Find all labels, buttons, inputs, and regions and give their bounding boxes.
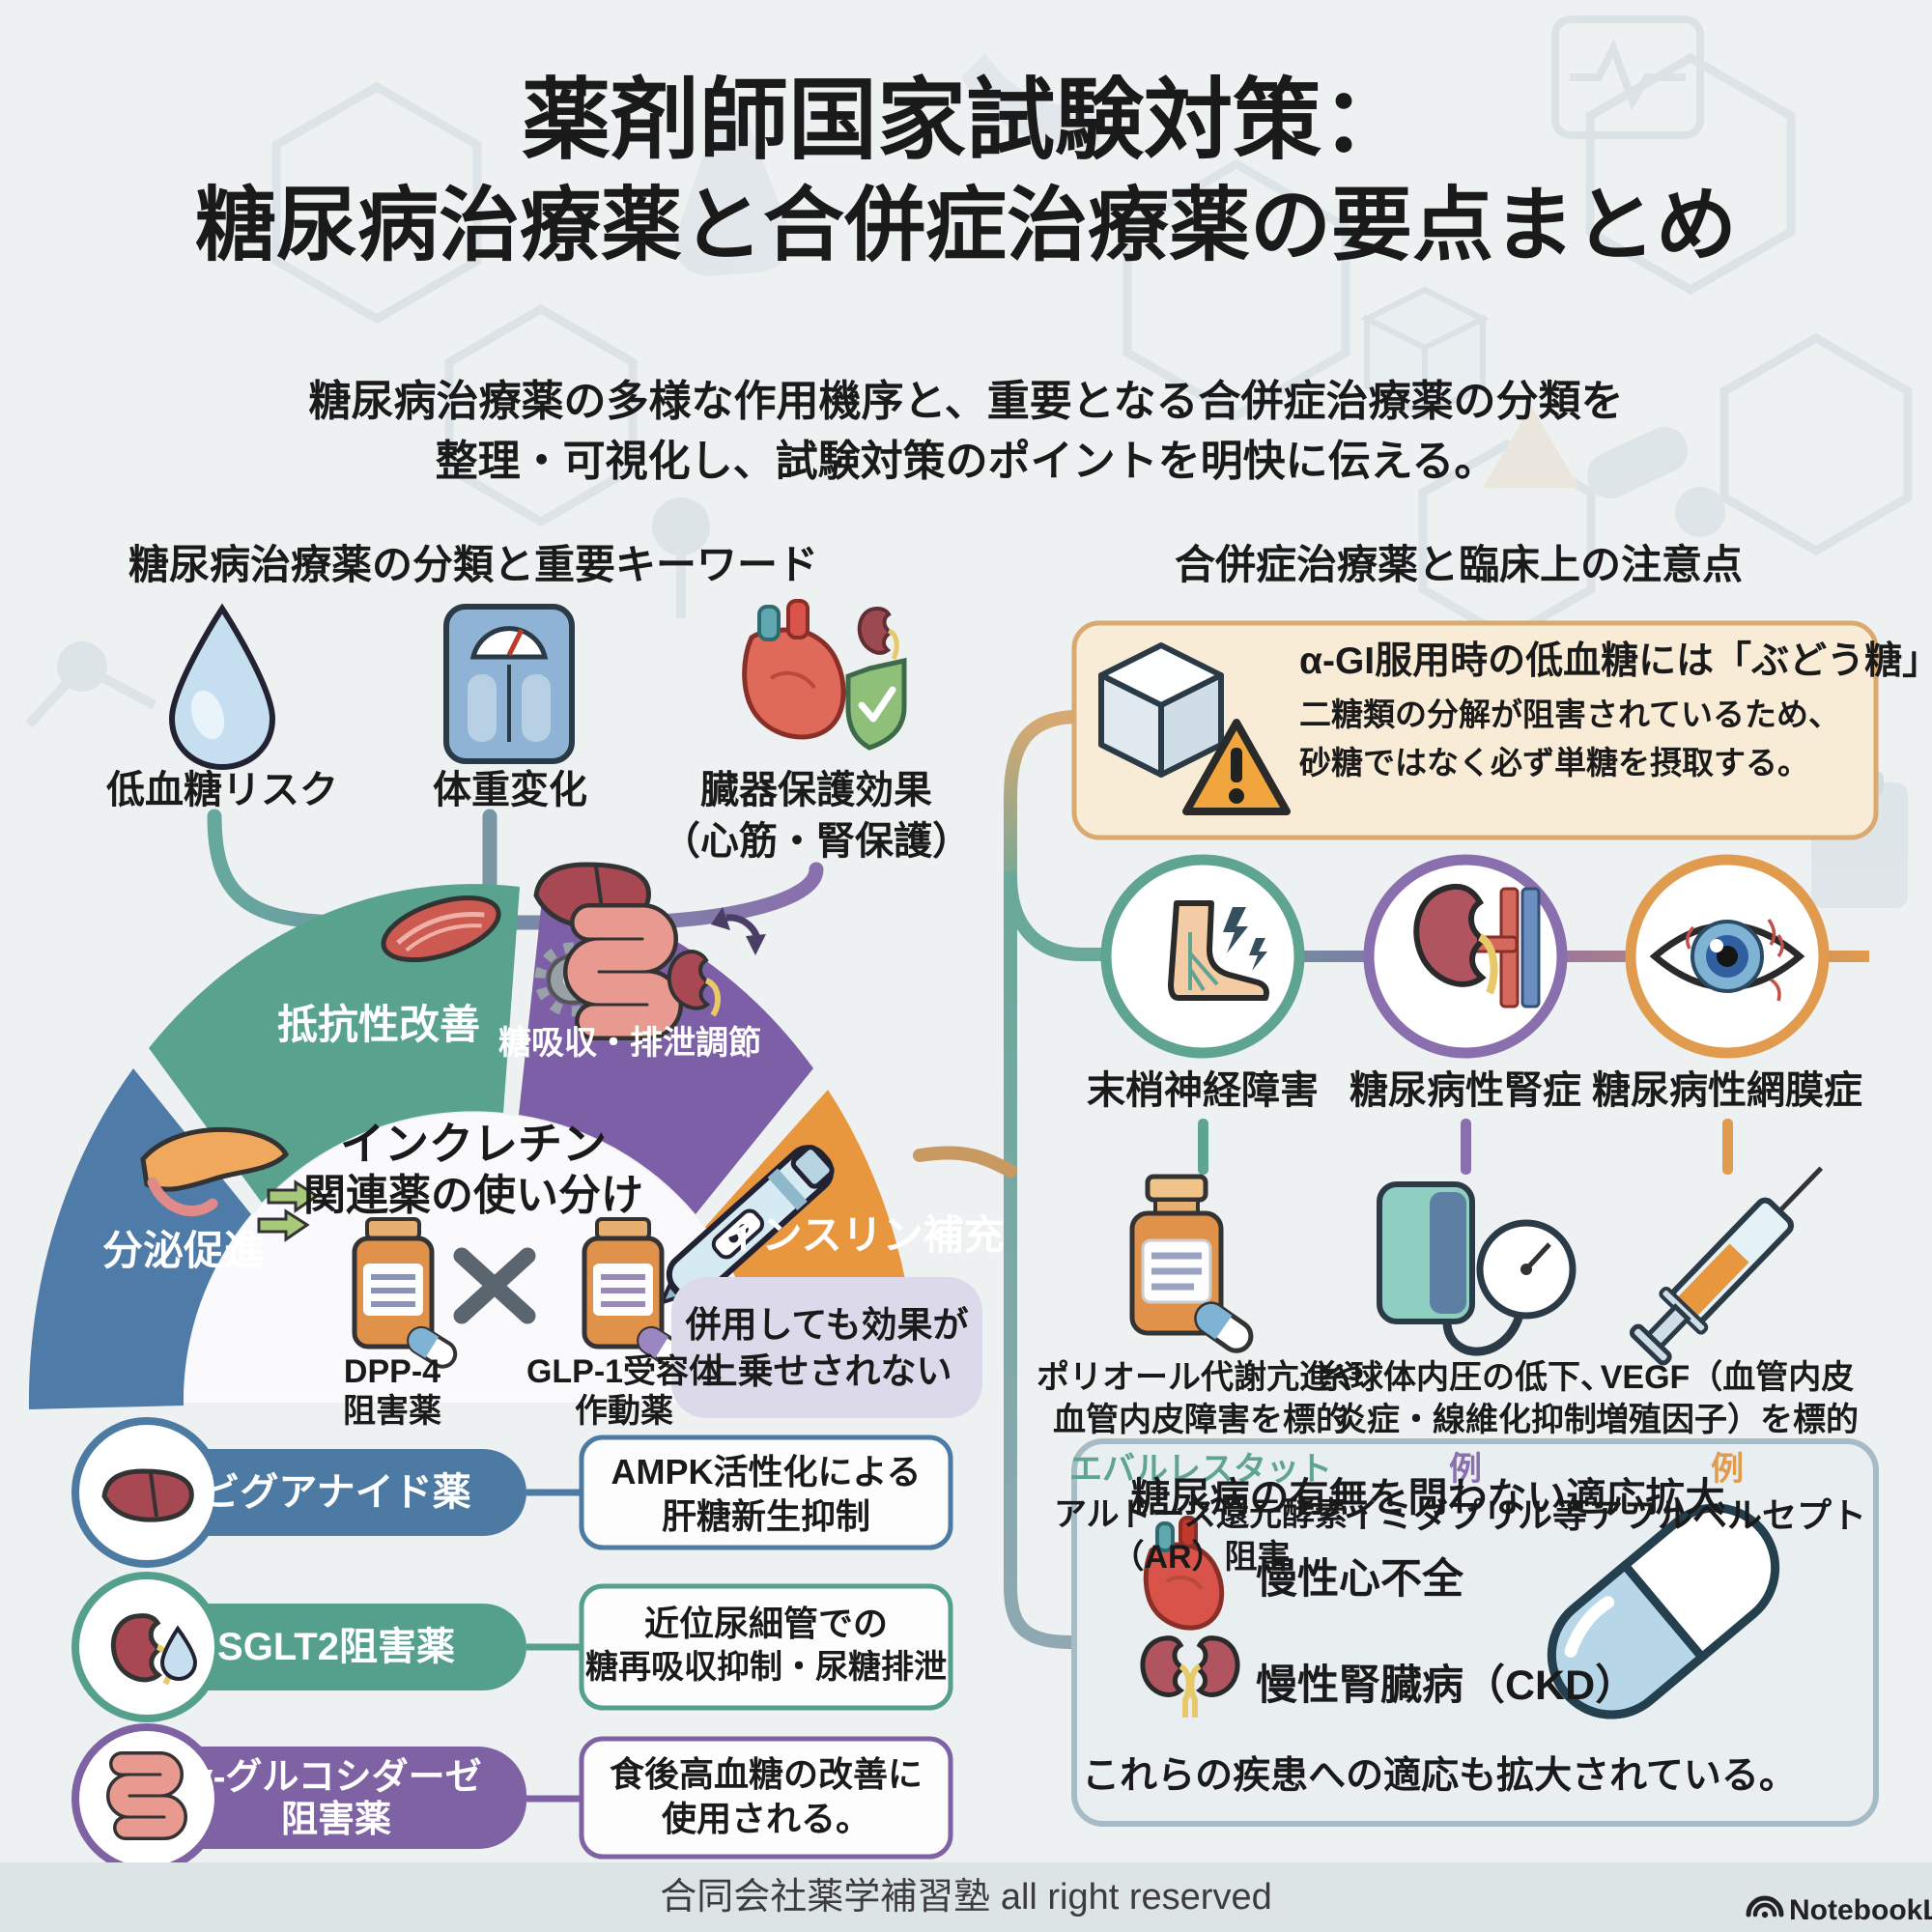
alert-body-line1: 二糖類の分解が阻害されているため、	[1299, 696, 1841, 732]
kidney-drop-icon	[110, 1613, 198, 1686]
combination-note-line1: 併用しても効果が	[685, 1305, 969, 1345]
retinopathy-example: 例	[1711, 1451, 1744, 1488]
nephropathy-drug-line1: イミダプリル等	[1343, 1495, 1588, 1535]
kidney-vessels-icon	[1413, 883, 1541, 1009]
neuropathy-mech-line1: ポリオール代謝亢進や	[1037, 1359, 1365, 1396]
fan-label-absorption: 糖吸収・排泄調節	[498, 1025, 761, 1062]
drug-class-name-agi-line2: 阻害薬	[280, 1800, 392, 1840]
glp1-label-line1: GLP-1受容体	[526, 1353, 723, 1390]
right-section-header: 合併症治療薬と臨床上の注意点	[1174, 542, 1744, 587]
combination-x-icon	[453, 1247, 536, 1324]
drug-class-name-sglt2: SGLT2阻害薬	[217, 1626, 455, 1668]
keyword-label-hypoglycemia: 低血糖リスク	[106, 769, 338, 811]
dpp4-bottle-icon	[352, 1217, 458, 1369]
neuropathy-example: エバルレスタット	[1069, 1451, 1332, 1488]
glp1-label-line2: 作動薬	[575, 1393, 673, 1430]
fan-label-secretion: 分泌促進	[101, 1228, 266, 1273]
combination-note-box	[671, 1277, 982, 1418]
trunk-connector-top	[1004, 710, 1081, 910]
keyword-label-organ-line2: （心筋・腎保護）	[662, 820, 971, 863]
weight-scale-icon	[443, 604, 575, 764]
water-drop-icon	[168, 603, 276, 771]
intestine-icon	[563, 903, 683, 1040]
drug-class-effect-sglt2-line1: 近位尿細管での	[643, 1604, 889, 1643]
drug-class-effect-sglt2-line2: 糖再吸収抑制・尿糖排泄	[585, 1649, 947, 1686]
background-doodles	[25, 15, 1913, 908]
heart-icon	[1143, 1516, 1225, 1631]
nephropathy-dash	[1461, 1119, 1471, 1175]
alert-body-line2: 砂糖ではなく必ず単糖を摂取する。	[1299, 745, 1809, 781]
retinopathy-mech-line1: VEGF（血管内皮	[1600, 1359, 1855, 1396]
complication-name-neuropathy: 末梢神経障害	[1087, 1069, 1319, 1112]
page-subtitle-line1: 糖尿病治療薬の多様な作用機序と、重要となる合併症治療薬の分類を	[308, 378, 1624, 425]
fan-label-insulin: インスリン補充	[721, 1212, 1005, 1258]
expansion-item1: 慢性心不全	[1256, 1556, 1463, 1603]
liver-icon	[101, 1468, 194, 1522]
page-title-line1: 薬剤師国家試験対策：	[521, 71, 1411, 170]
retinopathy-mech-line2: 増殖因子）を標的	[1596, 1402, 1859, 1438]
neuropathy-drug-line2: （AR）阻害	[1111, 1539, 1291, 1576]
foot-icon	[1168, 900, 1269, 1001]
neuropathy-mech-line2: 血管内皮障害を標的	[1053, 1402, 1349, 1438]
page-subtitle-line2: 整理・可視化し、試験対策のポイントを明快に伝える。	[435, 438, 1497, 485]
drug-class-effect-agi-line2: 使用される。	[661, 1799, 871, 1838]
drug-class-effect-agi-line1: 食後高血糖の改善に	[609, 1754, 923, 1794]
eye-icon	[1649, 918, 1805, 1002]
keyword-label-organ-line1: 臓器保護効果	[700, 769, 932, 811]
expansion-note: これらの疾患への適応も拡大されている。	[1082, 1755, 1797, 1797]
bp-monitor-icon	[1377, 1181, 1577, 1356]
fan-center-title-line2: 関連薬の使い分け	[303, 1172, 643, 1219]
expansion-item2: 慢性腎臓病（CKD）	[1256, 1662, 1637, 1709]
drug-class-row	[71, 1572, 953, 1722]
drug-class-effect-biguanide-line1: AMPK活性化による	[611, 1452, 922, 1492]
nephropathy-mech-line2: 炎症・線維化抑制	[1334, 1402, 1597, 1438]
retinopathy-dash	[1722, 1119, 1733, 1175]
heart-kidney-shield-icon	[742, 599, 907, 751]
neuropathy-drug-line1: アルドース還元酵素	[1054, 1496, 1348, 1533]
drug-class-row	[71, 1723, 953, 1874]
nephropathy-example: 例	[1449, 1451, 1482, 1488]
drug-class-name-biguanide: ビグアナイド薬	[201, 1471, 471, 1514]
left-section-header: 糖尿病治療薬の分類と重要キーワード	[128, 542, 819, 587]
dpp4-label-line2: 阻害薬	[343, 1393, 441, 1430]
sugar-cube-icon	[1098, 642, 1224, 778]
neuropathy-dash	[1198, 1119, 1208, 1175]
drug-class-row	[71, 1417, 953, 1568]
trunk-connector-bottom	[1004, 896, 1081, 1649]
keyword-label-weight: 体重変化	[433, 769, 587, 811]
footer-band	[0, 1862, 1932, 1932]
muscle-icon	[381, 895, 501, 963]
dpp4-label-line1: DPP-4	[343, 1353, 441, 1390]
warning-icon	[1182, 719, 1291, 815]
nephropathy-mech-line1: 糸球体内圧の低下、	[1318, 1359, 1613, 1396]
fan-merge-connector	[913, 1146, 1017, 1178]
medicine-bottle-icon	[1129, 1174, 1254, 1353]
brand-label: NotebookLM	[1789, 1894, 1932, 1926]
fan-label-resistance: 抵抗性改善	[276, 1002, 481, 1047]
retinopathy-drug-line1: アフルベルセプト	[1587, 1495, 1867, 1535]
capsule-illustration	[1547, 1503, 1780, 1719]
drug-class-effect-biguanide-line2: 肝糖新生抑制	[661, 1496, 871, 1536]
combination-note-line2: 上乗せされない	[701, 1351, 952, 1391]
kidneys-icon	[1140, 1635, 1240, 1718]
pancreas-icon	[140, 1126, 320, 1242]
trunk-branch-circles	[1004, 870, 1120, 961]
complication-name-nephropathy: 糖尿病性腎症	[1350, 1069, 1581, 1112]
syringe-icon	[1629, 1166, 1824, 1366]
page-title-line2: 糖尿病治療薬と合併症治療薬の要点まとめ	[194, 180, 1738, 270]
fan-segment-resistance	[149, 884, 520, 1203]
intestine-icon	[106, 1751, 187, 1840]
complication-name-retinopathy: 糖尿病性網膜症	[1592, 1069, 1862, 1112]
alert-title: α-GI服用時の低血糖には「ぶどう糖」	[1299, 640, 1932, 682]
insulin-pen-icon	[650, 1145, 835, 1314]
notebooklm-logo-icon	[1746, 1895, 1784, 1918]
drug-class-name-agi-line1: α-グルコシダーゼ	[190, 1757, 482, 1798]
expansion-title: 糖尿病の有無を問わない適応拡大	[1130, 1475, 1725, 1520]
kidney-arrow-icon	[667, 907, 766, 1017]
fan-center-title-line1: インクレチン	[340, 1119, 607, 1169]
footer-text: 合同会社薬学補習塾 all right reserved	[660, 1877, 1272, 1918]
